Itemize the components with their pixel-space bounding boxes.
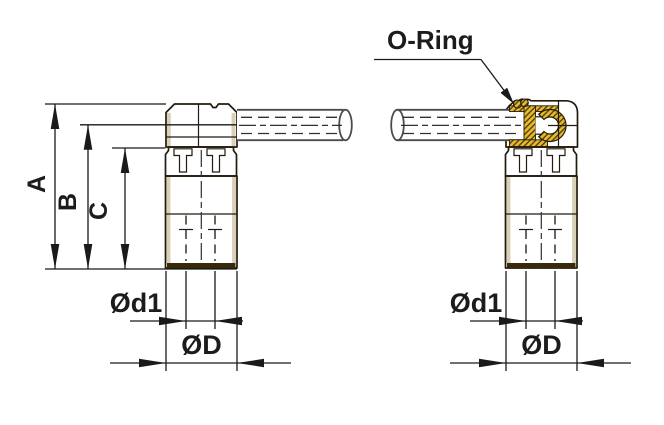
d1-label: Ød1 xyxy=(110,288,163,318)
oring-section-left xyxy=(512,99,523,109)
body-shade-right xyxy=(232,177,237,263)
fitting-lower-right xyxy=(448,146,632,372)
section-nut-bottom-wall xyxy=(509,139,548,147)
b-arrow-down xyxy=(83,244,93,269)
right-view-section-details xyxy=(509,98,577,147)
oring-section-right xyxy=(520,98,529,108)
hex-shade-left xyxy=(166,113,171,147)
elbow-hex-block xyxy=(165,103,238,148)
fitting-lower-left: Ød1 ØD xyxy=(110,146,291,371)
body-base-band xyxy=(167,263,236,268)
b-arrow-up xyxy=(83,124,93,150)
c-arrow-down xyxy=(120,244,130,269)
collar-slot-left xyxy=(173,148,193,173)
d-arrow-left xyxy=(139,358,166,368)
a-arrow-down xyxy=(50,244,60,269)
d1-arrow-right xyxy=(215,316,242,326)
right-view-tube xyxy=(390,108,526,142)
oring-callout: O-Ring xyxy=(374,25,514,104)
body-shade-left xyxy=(166,177,171,263)
a-arrow-up xyxy=(50,104,60,129)
collar-slot-right xyxy=(206,148,226,173)
a-label: A xyxy=(23,175,51,193)
c-label: C xyxy=(85,202,113,220)
oring-leader-line xyxy=(480,59,507,94)
left-view-tube xyxy=(237,108,353,142)
height-dimensions: A B C xyxy=(23,103,237,270)
d-label: ØD xyxy=(181,330,222,360)
c-arrow-up xyxy=(120,148,130,173)
b-label: B xyxy=(54,193,82,211)
d1-arrow-left xyxy=(159,316,186,326)
oring-leader-arrow-icon xyxy=(500,87,514,104)
hex-shade-right xyxy=(231,113,236,147)
d-arrow-right xyxy=(237,358,264,368)
oring-label: O-Ring xyxy=(387,25,474,55)
section-bore xyxy=(535,116,547,135)
left-view-elbow xyxy=(165,103,238,148)
